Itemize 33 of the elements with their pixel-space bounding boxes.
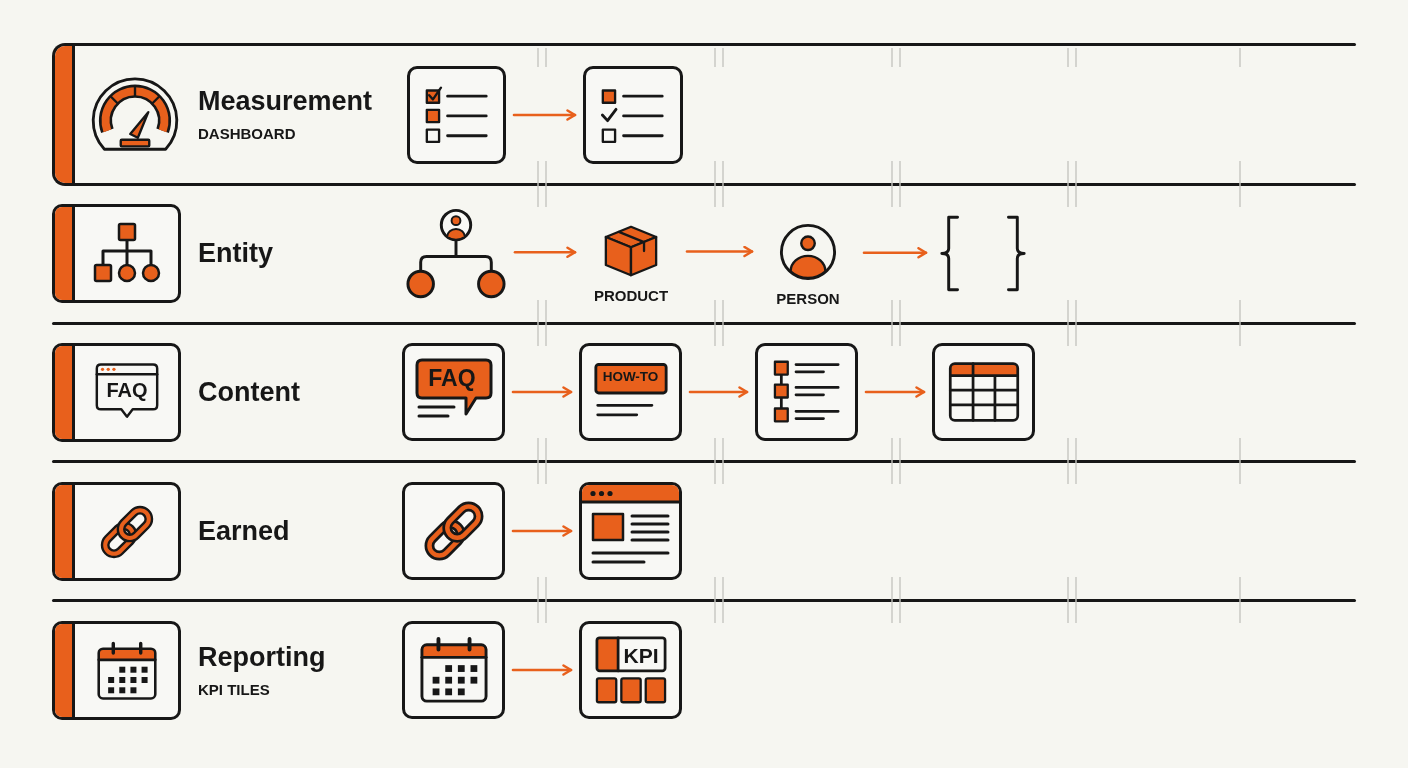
arrow xyxy=(512,109,577,121)
icon-tile xyxy=(402,343,505,441)
user-hierarchy-icon xyxy=(405,207,507,300)
arrow xyxy=(862,247,928,259)
icon-caption: PERSON xyxy=(776,290,840,308)
row-title: Measurement xyxy=(198,86,373,118)
icon-tile xyxy=(579,621,682,719)
arrow xyxy=(513,246,577,258)
icon-text: KPI xyxy=(623,644,659,666)
icon-text: HOW-TO xyxy=(602,370,659,384)
icon-tile xyxy=(407,66,506,164)
icon-tile xyxy=(583,66,683,164)
icon-text: FAQ xyxy=(428,366,476,390)
arrow xyxy=(688,386,749,398)
row-subtitle: KPI TILES xyxy=(198,680,271,699)
arrow xyxy=(864,386,926,398)
arrow xyxy=(511,386,573,398)
row-header-card xyxy=(52,43,398,186)
icon-text: FAQ xyxy=(106,380,148,400)
arrow xyxy=(511,664,573,676)
icon-tile xyxy=(579,343,682,441)
icon-tile xyxy=(755,343,858,441)
icon-tile xyxy=(402,621,505,719)
arrow xyxy=(685,245,754,258)
icon-tile xyxy=(402,482,505,580)
arrow xyxy=(511,525,573,537)
row-subtitle: DASHBOARD xyxy=(198,124,297,143)
icon-caption: PRODUCT xyxy=(593,287,669,305)
icon-tile xyxy=(932,343,1035,441)
row-title: Reporting xyxy=(198,642,326,674)
row-title: Content xyxy=(198,376,300,408)
row-title: Entity xyxy=(198,237,273,269)
row-title: Earned xyxy=(198,515,290,547)
